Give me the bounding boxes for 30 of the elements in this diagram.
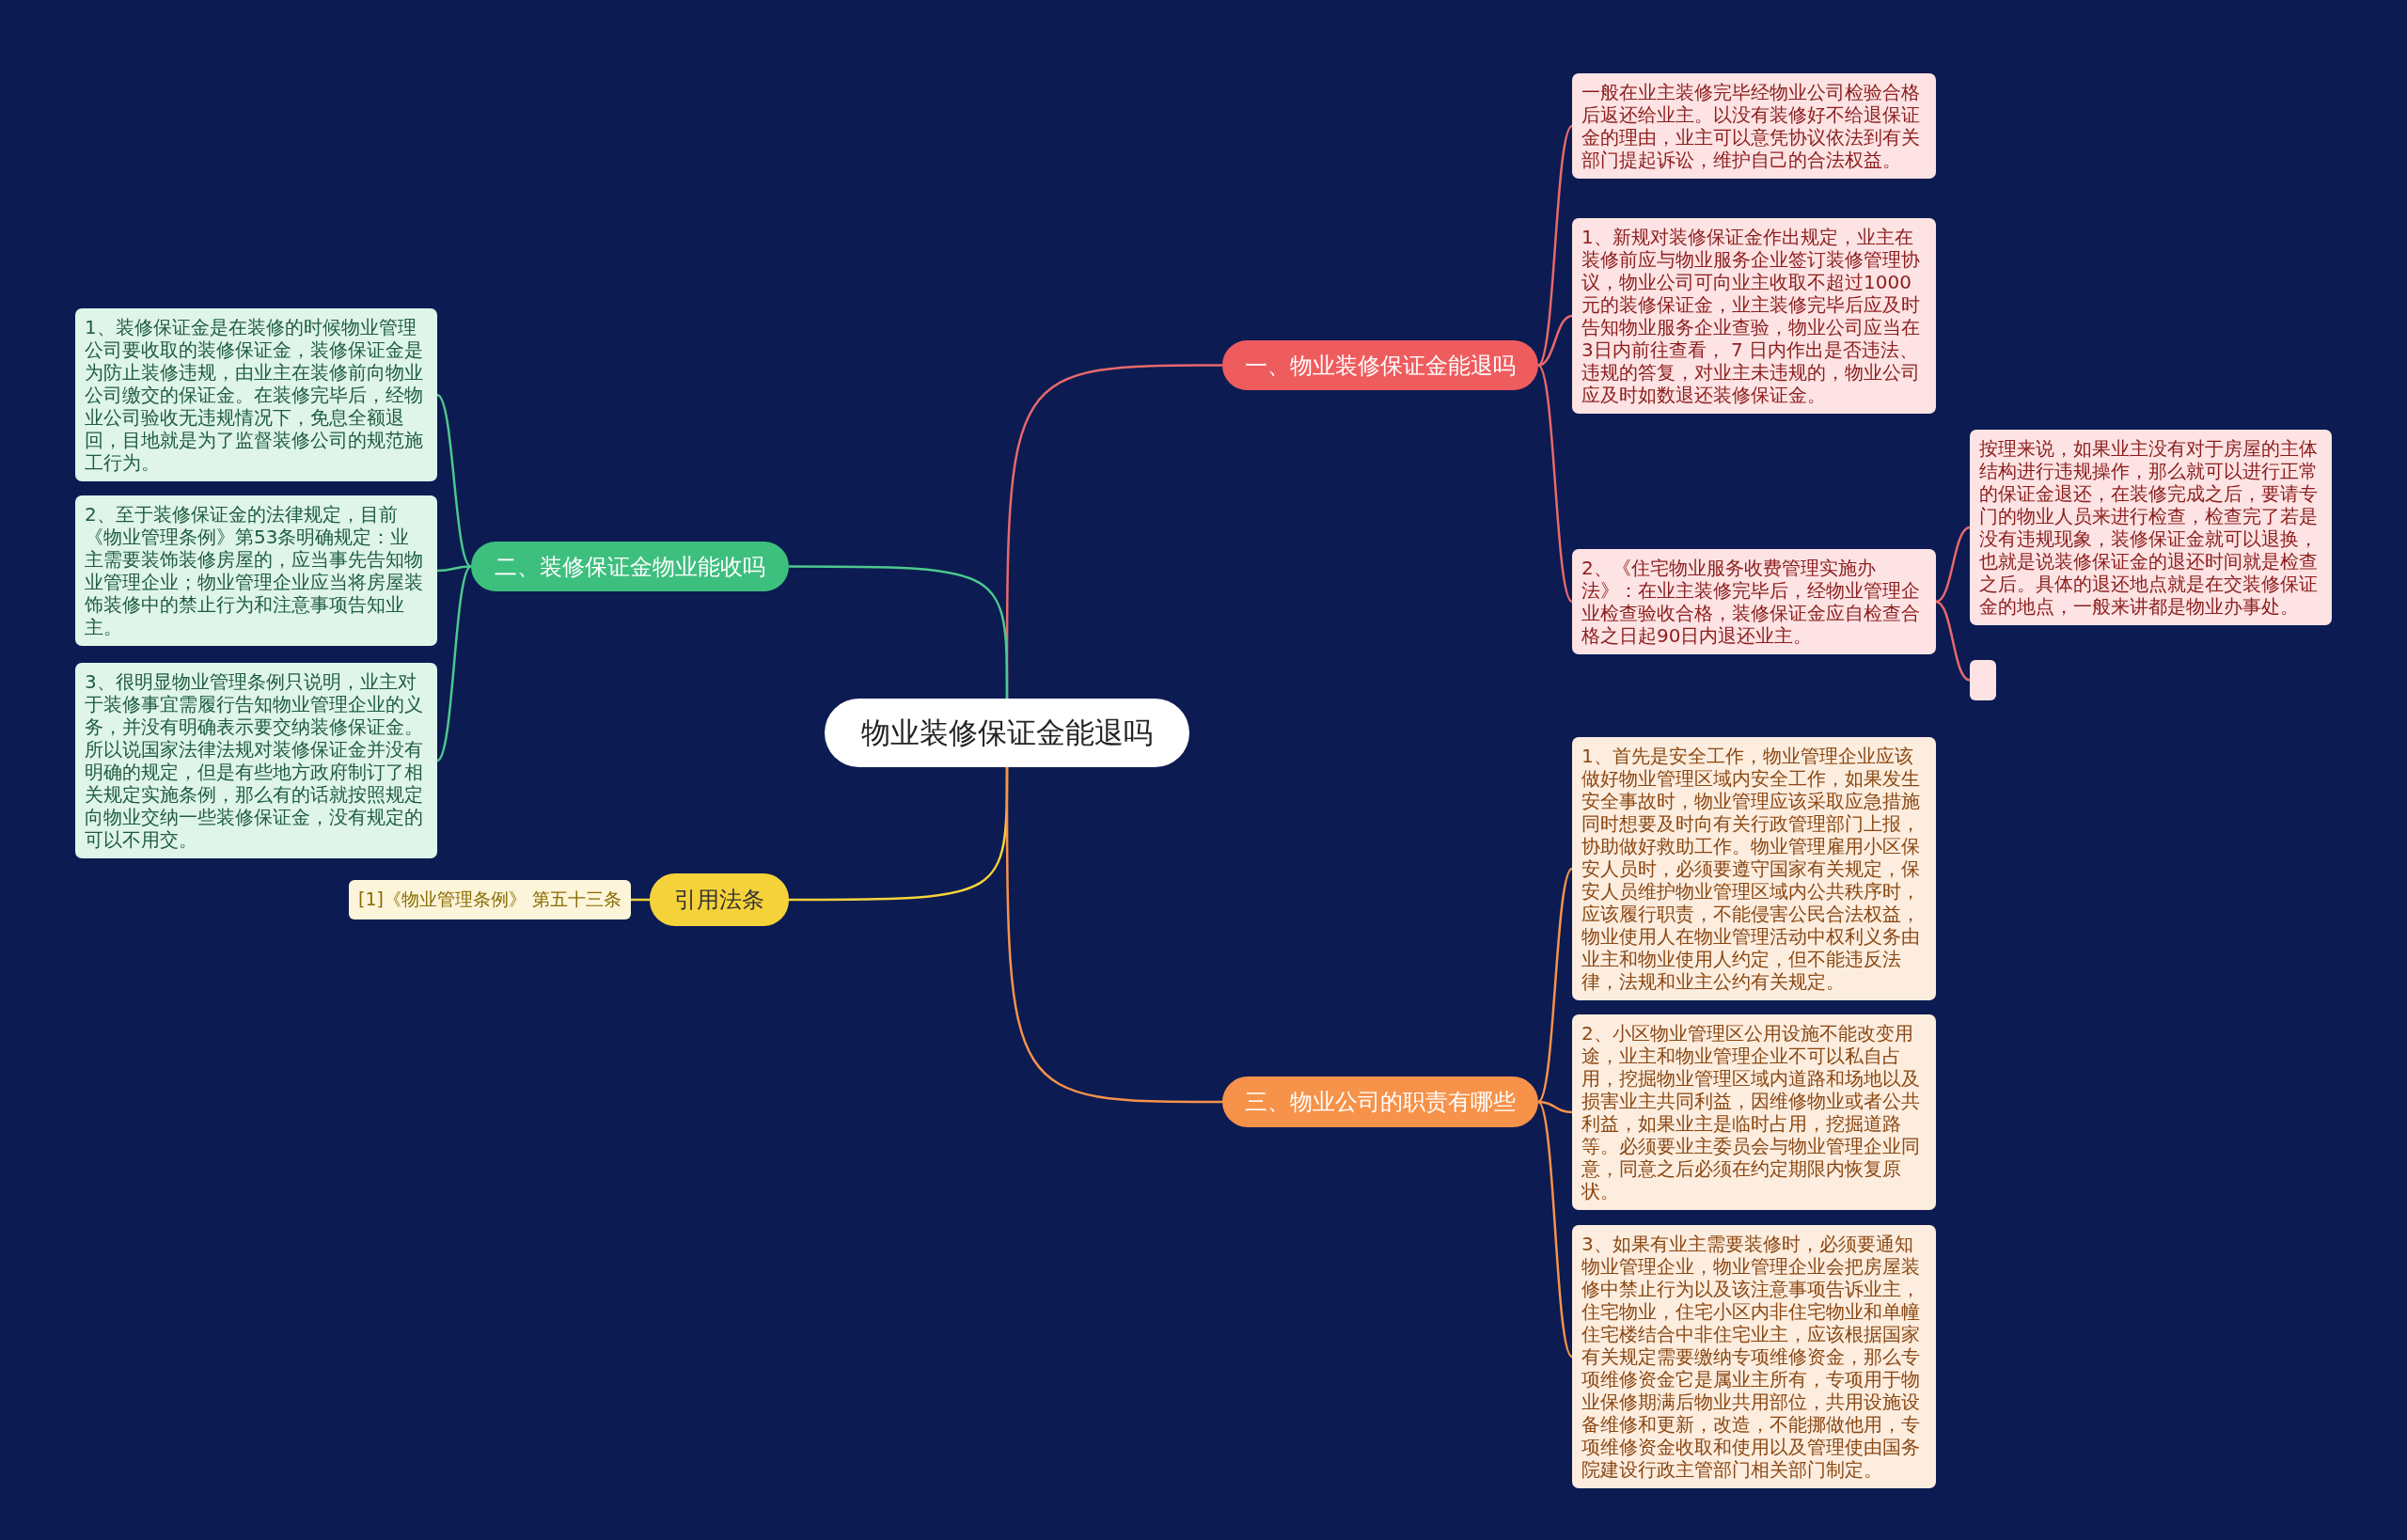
text-card: 3、很明显物业管理条例只说明，业主对于装修事宜需履行告知物业管理企业的义务，并没有明确表示要交纳装修保证金。所以说国家法律法规对装修保证金并没有明确的规定，但是有些地方政府制订了相关规定实施条例，那么有的话就按照规定向物业交纳一些装修保证金，没有规定的可以不用交。 — [75, 663, 437, 858]
text-card: 1、装修保证金是在装修的时候物业管理公司要收取的装修保证金，装修保证金是为防止装修违规，由业主在装修前向物业公司缴交的保证金。在装修完毕后，经物业公司验收无违规情况下，免息全额退回，目地就是为了监督装修公司的规范施工行为。 — [75, 308, 437, 481]
text-card: 1、首先是安全工作，物业管理企业应该做好物业管理区域内安全工作，如果发生安全事故时，物业管理应该采取应急措施同时想要及时向有关行政管理部门上报，协助做好救助工作。物业管理雇用小区保安人员时，必须要遵守国家有关规定，保安人员维护物业管理区域内公共秩序时，应该履行职责，不能侵害公民合法权益，物业使用人在物业管理活动中权利义务由业主和物业使用人约定，但不能违反法律，法规和业主公约有关规定。 — [1572, 737, 1936, 1000]
text-card: 3、如果有业主需要装修时，必须要通知物业管理企业，物业管理企业会把房屋装修中禁止行为以及该注意事项告诉业主，住宅物业，住宅小区内非住宅物业和单幢住宅楼结合中非住宅业主，应该根据国家有关规定需要缴纳专项维修资金，那么专项维修资金它是属业主所有，专项用于物业保修期满后物业共用部位，共用设施设备维修和更新，改造，不能挪做他用，专项维修资金收取和使用以及管理使由国务院建设行政主管部门相关部门制定。 — [1572, 1225, 1936, 1488]
connector-line — [1537, 364, 1573, 603]
connector-line — [631, 898, 650, 902]
connector-line — [436, 565, 472, 762]
connector-line — [1935, 600, 1971, 682]
branch-pill: 一、物业装修保证金能退吗 — [1222, 340, 1538, 390]
text-card: [1]《物业管理条例》 第五十三条 — [349, 880, 631, 919]
empty-card — [1970, 660, 1996, 700]
branch-pill: 引用法条 — [650, 873, 789, 926]
topic-pill: 物业装修保证金能退吗 — [825, 699, 1189, 767]
text-card: 2、《住宅物业服务收费管理实施办法》：在业主装修完毕后，经物业管理企业检查验收合格，装修保证金应自检查合格之日起90日内退还业主。 — [1572, 549, 1936, 654]
branch-pill: 三、物业公司的职责有哪些 — [1222, 1076, 1538, 1127]
connector-line — [1537, 1101, 1573, 1358]
connector-line — [1005, 767, 1222, 1104]
connector-line — [1935, 526, 1971, 604]
text-card: 一般在业主装修完毕经物业公司检验合格后返还给业主。以没有装修好不给退保证金的理由，业主可以意凭协议依法到有关部门提起诉讼，维护自己的合法权益。 — [1572, 73, 1936, 179]
connector-line — [1537, 125, 1573, 367]
text-card: 2、小区物业管理区公用设施不能改变用途，业主和物业管理企业不可以私自占用，挖掘物业管理区域内道路和场地以及损害业主共同利益，因维修物业或者公共利益，如果业主是临时占用，挖掘道路等。必须要业主委员会与物业管理企业同意，同意之后必须在约定期限内恢复原状。 — [1572, 1014, 1936, 1210]
connector-line — [1537, 314, 1573, 367]
text-card: 1、新规对装修保证金作出规定，业主在装修前应与物业服务企业签订装修管理协议，物业公司可向业主收取不超过1000元的装修保证金，业主装修完毕后应及时告知物业服务企业查验，物业公司应当在3日内前往查看， 7 日内作出是否违法、违规的答复，对业主未违规的，物业公司应及时如数退还装修保证金。 — [1572, 218, 1936, 414]
branch-pill: 二、装修保证金物业能收吗 — [471, 542, 789, 591]
text-card: 按理来说，如果业主没有对于房屋的主体结构进行违规操作，那么就可以进行正常的保证金退还，在装修完成之后，要请专门的物业人员来进行检查，检查完了若是没有违规现象，装修保证金就可以退换，也就是说装修保证金的退还时间就是检查之后。具体的退还地点就是在交装修保证金的地点，一般来讲都是物业办事处。 — [1970, 430, 2332, 625]
connector-line — [1537, 868, 1573, 1103]
text-card: 2、至于装修保证金的法律规定，目前《物业管理条例》第53条明确规定：业主需要装饰装修房屋的，应当事先告知物业管理企业；物业管理企业应当将房屋装饰装修中的禁止行为和注意事项告知业主。 — [75, 495, 437, 646]
connector-line — [436, 394, 472, 568]
connector-line — [436, 565, 472, 573]
connector-line — [789, 565, 1009, 699]
